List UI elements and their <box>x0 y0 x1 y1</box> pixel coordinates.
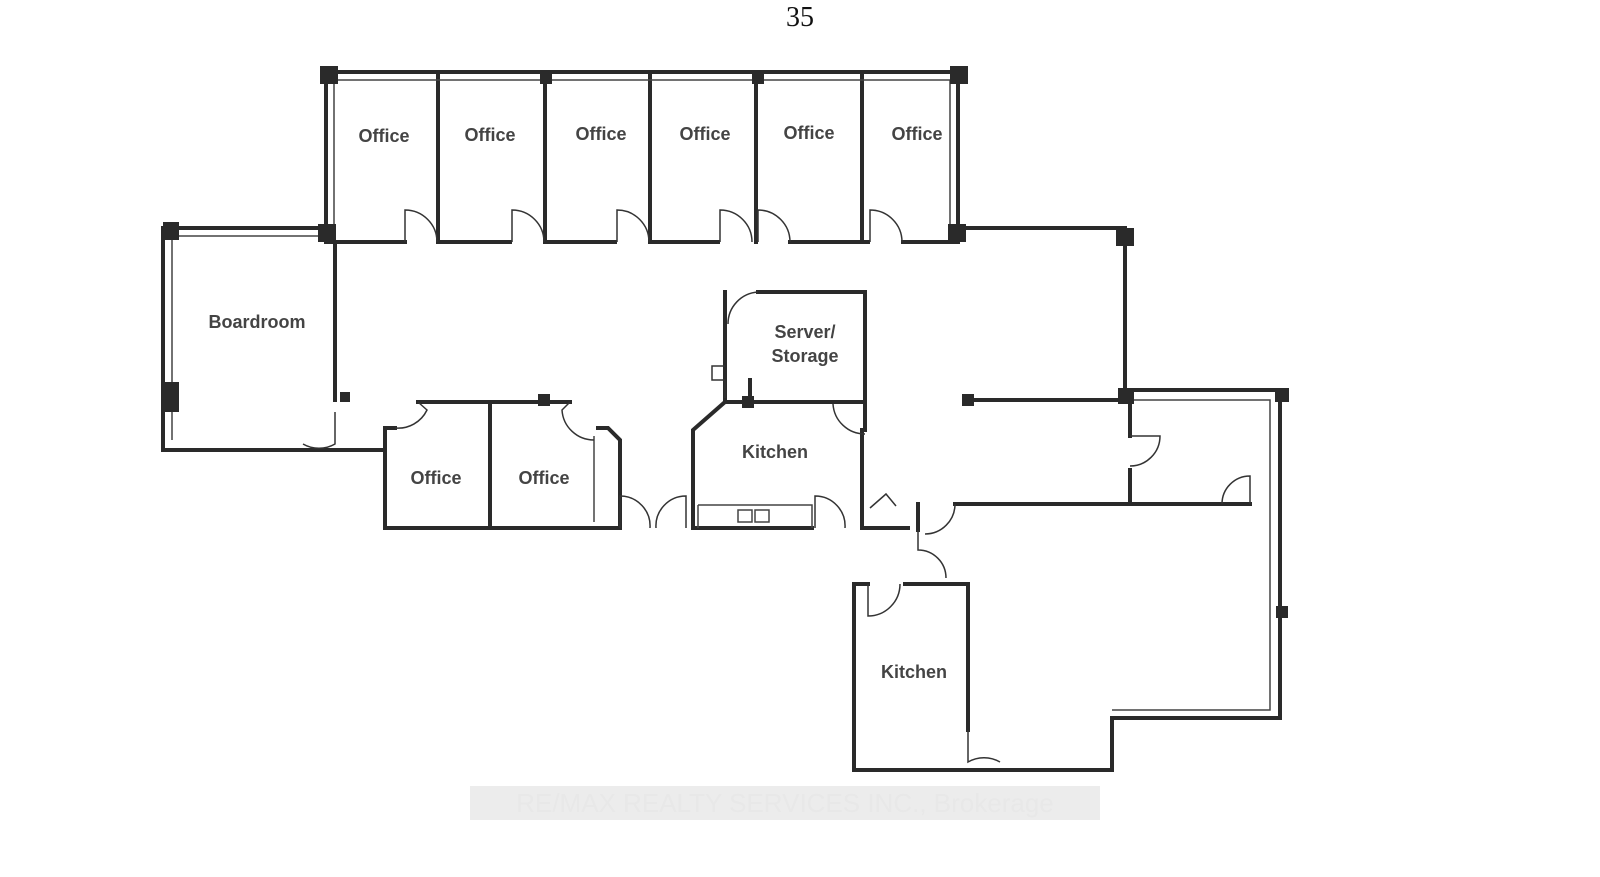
room-label-kitchen-2: Kitchen <box>881 662 947 682</box>
room-label-office-5: Office <box>783 123 834 143</box>
right-area-walls <box>916 398 1271 711</box>
kitchen-2-walls <box>852 582 970 732</box>
room-labels: Office Office Office Office Office Offic… <box>208 123 947 682</box>
room-label-office-6: Office <box>891 124 942 144</box>
room-label-kitchen-1: Kitchen <box>742 442 808 462</box>
structural-columns <box>163 66 1289 618</box>
boardroom-walls <box>171 235 337 440</box>
room-label-office-4: Office <box>679 124 730 144</box>
room-label-server: Server/ <box>774 322 835 342</box>
room-label-office-3: Office <box>575 124 626 144</box>
kitchen-walls <box>691 399 910 530</box>
room-label-storage: Storage <box>771 346 838 366</box>
room-label-office-1: Office <box>358 126 409 146</box>
room-label-office-8: Office <box>518 468 569 488</box>
lower-office-walls <box>383 400 622 530</box>
office-row-walls <box>324 74 960 244</box>
door-swings <box>302 209 1251 764</box>
room-label-boardroom: Boardroom <box>208 312 305 332</box>
room-label-office-2: Office <box>464 125 515 145</box>
room-label-office-7: Office <box>410 468 461 488</box>
page-number: 35 <box>786 2 814 33</box>
brokerage-watermark: RE/MAX REALTY SERVICES INC., Brokerage <box>470 786 1100 820</box>
exterior-walls <box>161 70 1282 772</box>
